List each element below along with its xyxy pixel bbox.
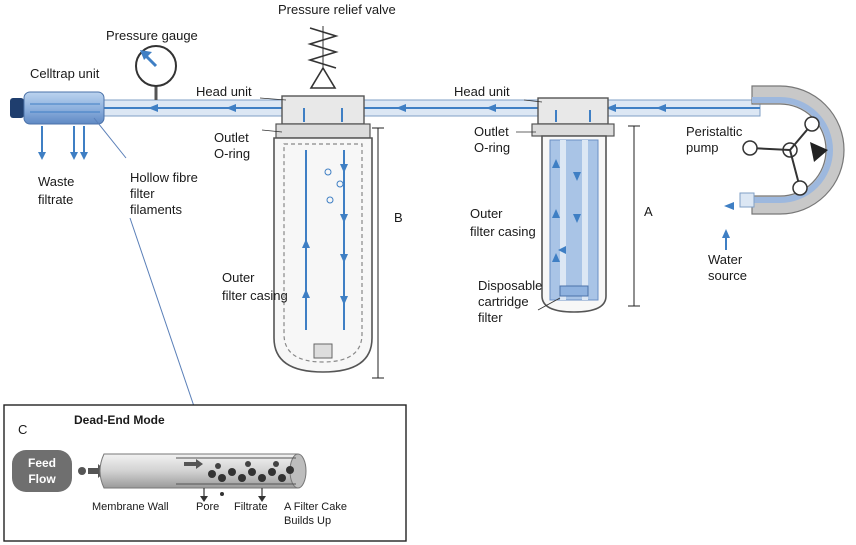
inset-title: Dead-End Mode (74, 413, 165, 427)
feed-flow-text-1: Feed (28, 456, 56, 470)
peristaltic-pump (740, 85, 845, 215)
celltrap-unit (10, 91, 105, 125)
label-water: Water (708, 252, 743, 267)
label-builds-up: Builds Up (284, 515, 331, 527)
label-hollow-fibre: Hollow fibre (130, 170, 198, 185)
label-outer-right: Outer (470, 206, 503, 221)
filter-cake-particles (208, 461, 294, 482)
label-filtrate: filtrate (38, 192, 73, 207)
inset-letter: C (18, 422, 27, 437)
label-filter-cake: A Filter Cake (284, 501, 347, 513)
label-pump: pump (686, 140, 719, 155)
label-head-unit-left: Head unit (196, 84, 252, 99)
label-waste: Waste (38, 174, 74, 189)
waste-filtrate-arrows (38, 126, 88, 160)
label-pressure-relief-valve: Pressure relief valve (278, 2, 396, 17)
dimension-a (628, 125, 640, 307)
label-cartridge-filter: filter (478, 310, 503, 325)
label-pore: Pore (196, 501, 219, 513)
pressure-gauge (135, 45, 177, 100)
label-dim-a: A (644, 204, 653, 219)
label-inset-filtrate: Filtrate (234, 501, 268, 513)
label-source: source (708, 268, 747, 283)
main-pipe (19, 99, 761, 117)
pressure-relief-valve (307, 26, 339, 89)
label-oring-right: O-ring (474, 140, 510, 155)
filter-housing-b (273, 95, 373, 373)
label-hollow-filaments: filaments (130, 202, 183, 217)
water-source-arrow (722, 202, 734, 250)
water-inlet (739, 192, 755, 208)
filter-housing-a (531, 97, 615, 313)
label-casing-right: filter casing (470, 224, 536, 239)
feed-flow-badge (12, 450, 72, 492)
label-pressure-gauge: Pressure gauge (106, 28, 198, 43)
label-membrane-wall: Membrane Wall (92, 501, 169, 513)
label-cartridge: cartridge (478, 294, 529, 309)
pipe-flow-arrows (148, 104, 666, 112)
label-casing-left: filter casing (222, 288, 288, 303)
dimension-b (372, 127, 384, 379)
label-disposable: Disposable (478, 278, 542, 293)
label-outlet-right: Outlet (474, 124, 509, 139)
label-oring-left: O-ring (214, 146, 250, 161)
label-dim-b: B (394, 210, 403, 225)
label-outlet-left: Outlet (214, 130, 249, 145)
label-hollow-filter: filter (130, 186, 155, 201)
label-peristaltic: Peristaltic (686, 124, 743, 139)
label-outer-left: Outer (222, 270, 255, 285)
inset-panel-c: C Dead-End Mode Feed Flow (3, 404, 407, 542)
feed-flow-text-2: Flow (28, 472, 56, 486)
label-head-unit-right: Head unit (454, 84, 510, 99)
label-celltrap-unit: Celltrap unit (30, 66, 100, 81)
